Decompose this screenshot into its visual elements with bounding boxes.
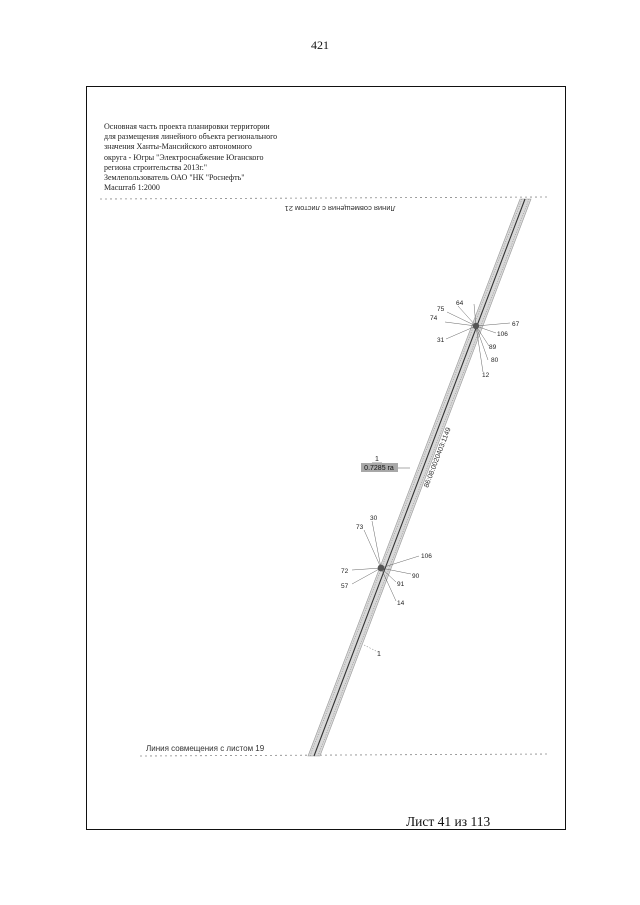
marker-label: 1 [377,651,381,658]
node-label: 106 [421,553,432,560]
match-line-bottom-label: Линия совмещения с листом 19 [146,744,265,753]
node-label: 64 [456,300,464,307]
node-label: 91 [397,581,405,588]
node-label: 72 [341,568,349,575]
title-line: Землепользователь ОАО "НК "Роснефть" [104,173,245,183]
node-label: 57 [341,583,349,590]
node-label: 31 [437,337,445,344]
title-line: региона строительства 2013г." [104,162,207,172]
match-line-top-label: Линия совмещения с листом 21 [285,204,396,213]
node-upper-point [472,322,480,330]
title-line: округа - Югры "Электроснабжение Юганског… [104,152,264,162]
node-label: 80 [491,357,499,364]
node-lower-point [377,564,385,572]
node-label: 30 [370,515,378,522]
title-line: для размещения линейного объекта региона… [104,132,278,142]
page-number: 421 [311,38,329,52]
node-label: 75 [437,306,445,313]
match-line-top [99,196,549,200]
area-value: 0.7285 га [364,465,394,472]
drawing-frame [86,86,566,830]
title-line: значения Ханты-Мансийского автономного [104,142,252,152]
power-line-axis [313,198,526,757]
match-line-bottom [139,753,551,757]
node-label: 90 [412,573,420,580]
title-line: Масштаб 1:2000 [104,183,160,193]
area-number: 1 [375,456,379,463]
title-line: Основная часть проекта планировки террит… [104,122,270,131]
area-value-highlight [361,463,398,472]
strip-edge-right [317,198,530,757]
node-label: 73 [356,524,364,531]
node-label: 14 [397,600,405,607]
sheet-label: Лист 41 из 113 [406,814,491,829]
marker-leader [363,644,379,653]
node-label: 106 [497,331,508,338]
node-label: 74 [430,315,438,322]
node-label: 12 [482,372,490,379]
node-label: 67 [512,321,520,328]
node-label: 89 [489,344,497,351]
strip-edge-left [309,198,523,757]
title-block: Основная часть проекта планировки террит… [104,122,304,193]
node-lower: 30 73 106 72 90 57 91 14 [341,515,432,607]
node-upper: 75 64 74 67 106 31 89 80 12 [430,300,520,379]
